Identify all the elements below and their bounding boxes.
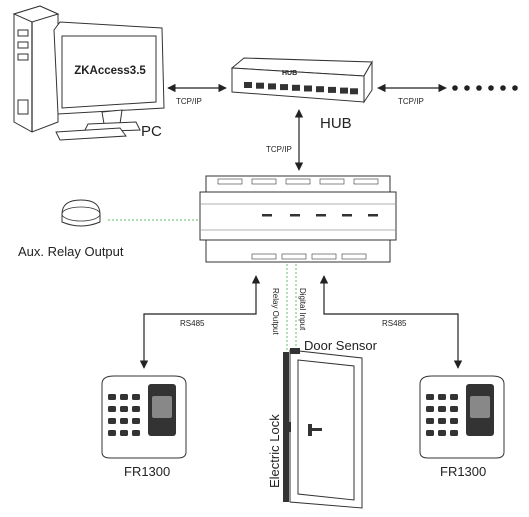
controller-status-leds [262, 214, 378, 217]
door-sensor-label: Door Sensor [304, 338, 378, 353]
hub-plate-label: HUB [282, 70, 297, 77]
hub-label: HUB [320, 115, 352, 132]
pc-tower [12, 5, 60, 133]
relay-output-label: Relay Output [271, 288, 280, 335]
continuation-dots [452, 85, 518, 91]
pc-computer: ZKAccess3.5 PC [12, 5, 165, 141]
link-rs485-left [139, 275, 261, 369]
tcpip-right-label: TCP/IP [398, 97, 424, 106]
reader-left-fingerprint-icon [152, 396, 172, 418]
controller-terminals-bottom [251, 253, 367, 260]
digital-input-label: Digital Input [298, 288, 307, 331]
electric-lock-label: Electric Lock [267, 414, 282, 488]
link-rs485-right [319, 275, 463, 369]
reader-left-keypad [108, 394, 140, 436]
reader-right-keypad [426, 394, 458, 436]
access-controller [199, 175, 397, 263]
pc-keyboard [55, 127, 127, 141]
tcpip-left-label: TCP/IP [176, 97, 202, 106]
rs485-left-label: RS485 [180, 319, 205, 328]
hub-ports [244, 82, 358, 95]
door [283, 348, 363, 509]
reader-right-fingerprint-icon [470, 396, 490, 418]
pc-label: PC [141, 123, 162, 140]
door-leaf [297, 359, 355, 501]
reader-right [419, 375, 505, 459]
aux-relay-label: Aux. Relay Output [18, 244, 124, 259]
electric-lock [283, 422, 291, 432]
reader-left-label: FR1300 [124, 464, 170, 479]
pc-monitor [53, 21, 165, 141]
reader-right-label: FR1300 [440, 464, 486, 479]
door-sensor [290, 348, 300, 354]
controller-terminals-top [217, 178, 379, 185]
door-handle [308, 424, 322, 436]
tcpip-vertical-label: TCP/IP [266, 145, 292, 154]
rs485-right-label: RS485 [382, 319, 407, 328]
hub-device: HUB HUB [230, 57, 373, 132]
aux-relay-device [61, 199, 101, 227]
reader-left [101, 375, 187, 459]
app-name: ZKAccess3.5 [74, 65, 146, 77]
